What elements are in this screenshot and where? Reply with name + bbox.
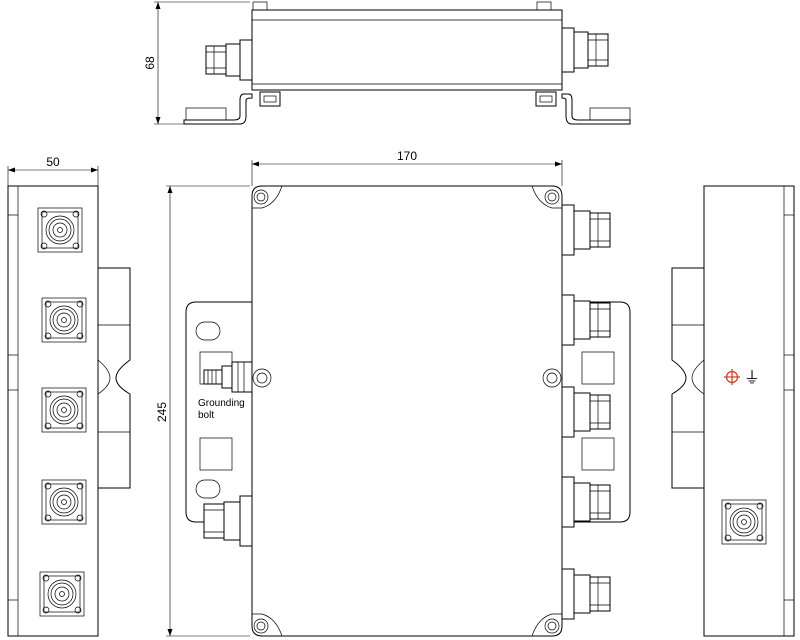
grounding-label-line1: Grounding <box>198 398 245 409</box>
grounding-label-line2: bolt <box>198 410 214 421</box>
n-connector-side-icon <box>561 568 611 620</box>
front-right-connectors <box>561 204 611 620</box>
front-view: 170 245 <box>155 149 631 637</box>
n-connector-side-icon <box>561 204 611 256</box>
n-connector-side-icon <box>561 476 611 528</box>
ground-symbol-icon: ⏚ <box>744 368 760 387</box>
dimension-68-label: 68 <box>143 56 157 70</box>
dimension-245-label: 245 <box>155 402 169 422</box>
n-connector-side-icon <box>561 294 611 346</box>
n-connector-face-icon <box>41 479 87 525</box>
n-connector-face-icon <box>41 297 87 343</box>
n-connector-face-icon <box>41 387 87 433</box>
n-connector-face-icon <box>721 499 767 545</box>
top-right-connector <box>561 27 609 73</box>
dimension-50-label: 50 <box>46 155 60 169</box>
n-connector-side-icon <box>561 386 611 438</box>
grounding-bolt <box>203 361 253 393</box>
right-side-view: ⏚ <box>671 185 795 637</box>
connector-faces <box>37 207 767 617</box>
n-connector-face-icon <box>39 571 85 617</box>
front-left-connector <box>203 495 253 547</box>
crosshair-icon <box>724 369 740 385</box>
dimension-170-label: 170 <box>397 149 417 163</box>
top-left-connector <box>205 39 253 81</box>
n-connector-face-icon <box>37 207 83 253</box>
top-view: 68 <box>143 1 631 125</box>
left-side-view: 50 <box>7 155 131 637</box>
